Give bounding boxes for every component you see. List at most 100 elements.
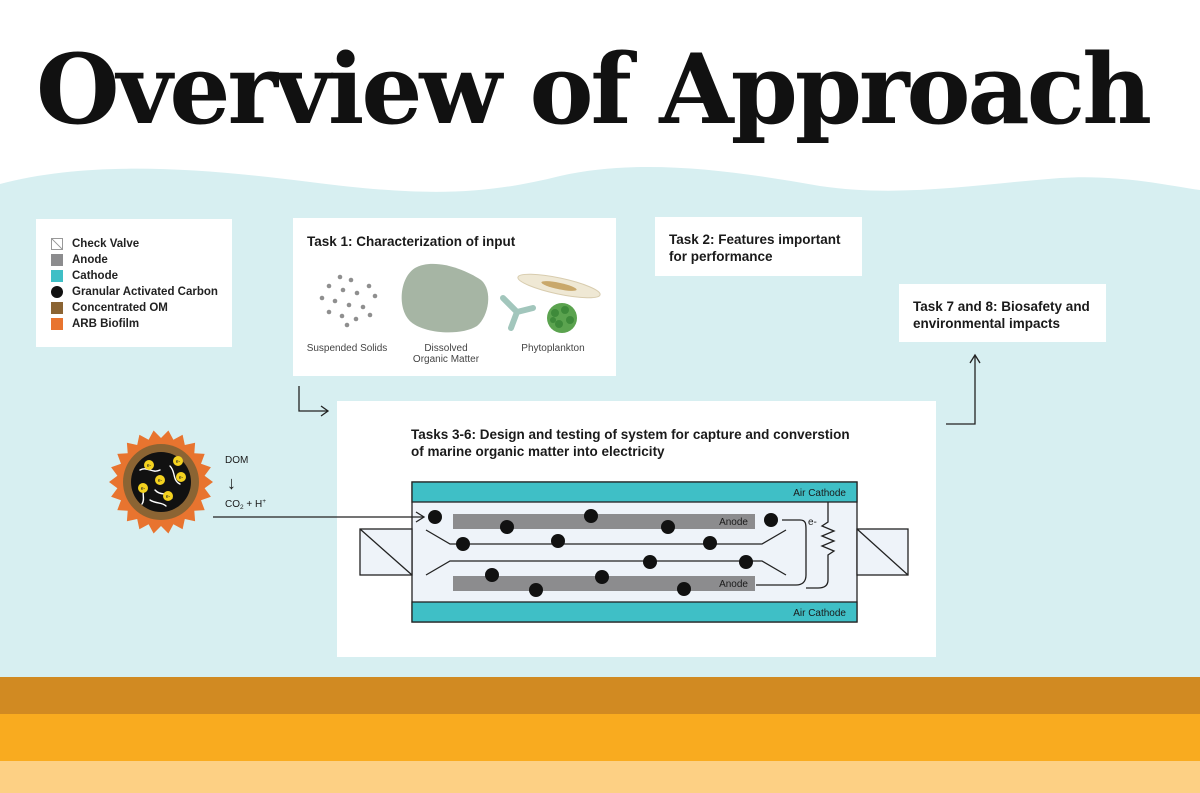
check-valve-inlet <box>359 528 413 576</box>
h-text: + H <box>244 499 263 510</box>
suspended-solids-icon <box>319 274 378 328</box>
tasks-3-6-title-line2: of marine organic matter into electricit… <box>411 444 665 459</box>
legend-label: Anode <box>72 254 108 266</box>
carbon-granule <box>643 555 657 569</box>
phytoplankton-icon <box>500 273 601 333</box>
air-cathode-bottom <box>411 601 858 623</box>
task78-title: Task 7 and 8: Biosafety and environmenta… <box>913 298 1103 332</box>
electron-marker <box>155 475 165 485</box>
granular-activated-carbon <box>428 509 778 597</box>
air-cathode-top-label: Air Cathode <box>793 488 846 499</box>
legend-list: Check Valve Anode Cathode Granular Activ… <box>36 219 232 332</box>
carbon-granule <box>456 537 470 551</box>
dom-label-line1: Dissolved <box>424 343 468 354</box>
carbon-granule <box>551 534 565 548</box>
h-superscript: + <box>262 498 266 505</box>
anode-top-label: Anode <box>719 517 748 528</box>
flow-arrow-task1-to-main <box>298 386 330 417</box>
legend-label: Concentrated OM <box>72 302 168 314</box>
task1-illustrations <box>319 263 601 333</box>
sediment-band-1 <box>0 677 1200 715</box>
electron-marker-label: e- <box>147 463 152 469</box>
electron-marker <box>173 456 183 466</box>
carbon-granule <box>428 510 442 524</box>
om-swatch <box>51 302 63 314</box>
electron-marker <box>138 483 148 493</box>
carbon-granule <box>500 520 514 534</box>
electron-marker <box>176 472 186 482</box>
carbon-granule <box>677 582 691 596</box>
anode-top <box>453 514 755 529</box>
electron-markers <box>138 456 186 501</box>
check-valve-outlet <box>856 528 909 576</box>
task2-title-line2: for performance <box>669 249 773 264</box>
dom-label-line2: Organic Matter <box>412 354 480 365</box>
dissolved-organic-matter-icon <box>401 263 489 333</box>
carbon-granule <box>595 570 609 584</box>
electron-marker-label: e- <box>166 494 171 500</box>
tasks-3-6-title: Tasks 3-6: Design and testing of system … <box>411 426 881 460</box>
electron-label: e- <box>808 517 817 528</box>
task78-title-line2: environmental impacts <box>913 316 1061 331</box>
suspended-solids-label: Suspended Solids <box>306 343 388 354</box>
external-circuit <box>756 502 836 589</box>
legend-item: Concentrated OM <box>51 300 232 316</box>
carbon-swatch <box>51 286 63 298</box>
legend-item: ARB Biofilm <box>51 316 232 332</box>
carbon-granule <box>739 555 753 569</box>
electron-marker-label: e- <box>158 478 163 484</box>
sediment-band-3 <box>0 761 1200 793</box>
down-arrow-icon: ↓ <box>227 473 236 493</box>
electron-marker-label: e- <box>141 486 146 492</box>
cathode-swatch <box>51 270 63 282</box>
task1-title: Task 1: Characterization of input <box>307 234 516 249</box>
check-valve-swatch <box>51 238 63 250</box>
legend-label: ARB Biofilm <box>72 318 140 330</box>
carbon-granule <box>703 536 717 550</box>
tasks-3-6-title-line1: Tasks 3-6: Design and testing of system … <box>411 427 850 442</box>
carbon-granule <box>584 509 598 523</box>
task2-panel: Task 2: Features important for performan… <box>655 217 862 276</box>
flow-arrow-main-to-task78 <box>946 353 981 425</box>
electron-marker <box>144 460 154 470</box>
legend-item: Cathode <box>51 268 232 284</box>
reactor-body <box>411 481 858 623</box>
air-cathode-bottom-label: Air Cathode <box>793 608 846 619</box>
carbon-granule-with-biofilm: e- e- e- e- e- e- <box>109 430 213 534</box>
task78-title-line1: Task 7 and 8: Biosafety and <box>913 299 1090 314</box>
legend-label: Cathode <box>72 270 118 282</box>
anode-bottom-label: Anode <box>719 579 748 590</box>
electron-marker-labels: e- e- e- e- e- e- <box>141 459 184 500</box>
anode-swatch <box>51 254 63 266</box>
sediment-band-2 <box>0 714 1200 762</box>
page-title: Overview of Approach <box>36 33 1152 146</box>
dom-label: DOM <box>225 455 248 466</box>
carbon-granule <box>764 513 778 527</box>
air-cathode-top <box>411 481 858 503</box>
legend-item: Check Valve <box>51 236 232 252</box>
inlet-arrow <box>213 511 426 523</box>
electron-marker-label: e- <box>179 475 184 481</box>
carbon-granule <box>485 568 499 582</box>
legend-label: Granular Activated Carbon <box>72 286 218 298</box>
phytoplankton-label: Phytoplankton <box>521 343 585 354</box>
task1-panel: Task 1: Characterization of input <box>293 218 616 376</box>
task2-title: Task 2: Features important for performan… <box>669 231 859 265</box>
co2-subscript: 2 <box>240 504 244 511</box>
task78-panel: Task 7 and 8: Biosafety and environmenta… <box>899 284 1106 342</box>
biofilm-swatch <box>51 318 63 330</box>
co2-h-label: CO2 + H+ <box>225 498 266 511</box>
task2-title-line1: Task 2: Features important <box>669 232 841 247</box>
carbon-granule <box>661 520 675 534</box>
flow-channel <box>425 529 787 576</box>
electron-marker <box>163 491 173 501</box>
legend-item: Granular Activated Carbon <box>51 284 232 300</box>
carbon-granule <box>529 583 543 597</box>
legend-item: Anode <box>51 252 232 268</box>
co2-text: CO <box>225 499 240 510</box>
legend-label: Check Valve <box>72 238 140 250</box>
legend-panel: Check Valve Anode Cathode Granular Activ… <box>36 219 232 347</box>
electron-marker-label: e- <box>176 459 181 465</box>
